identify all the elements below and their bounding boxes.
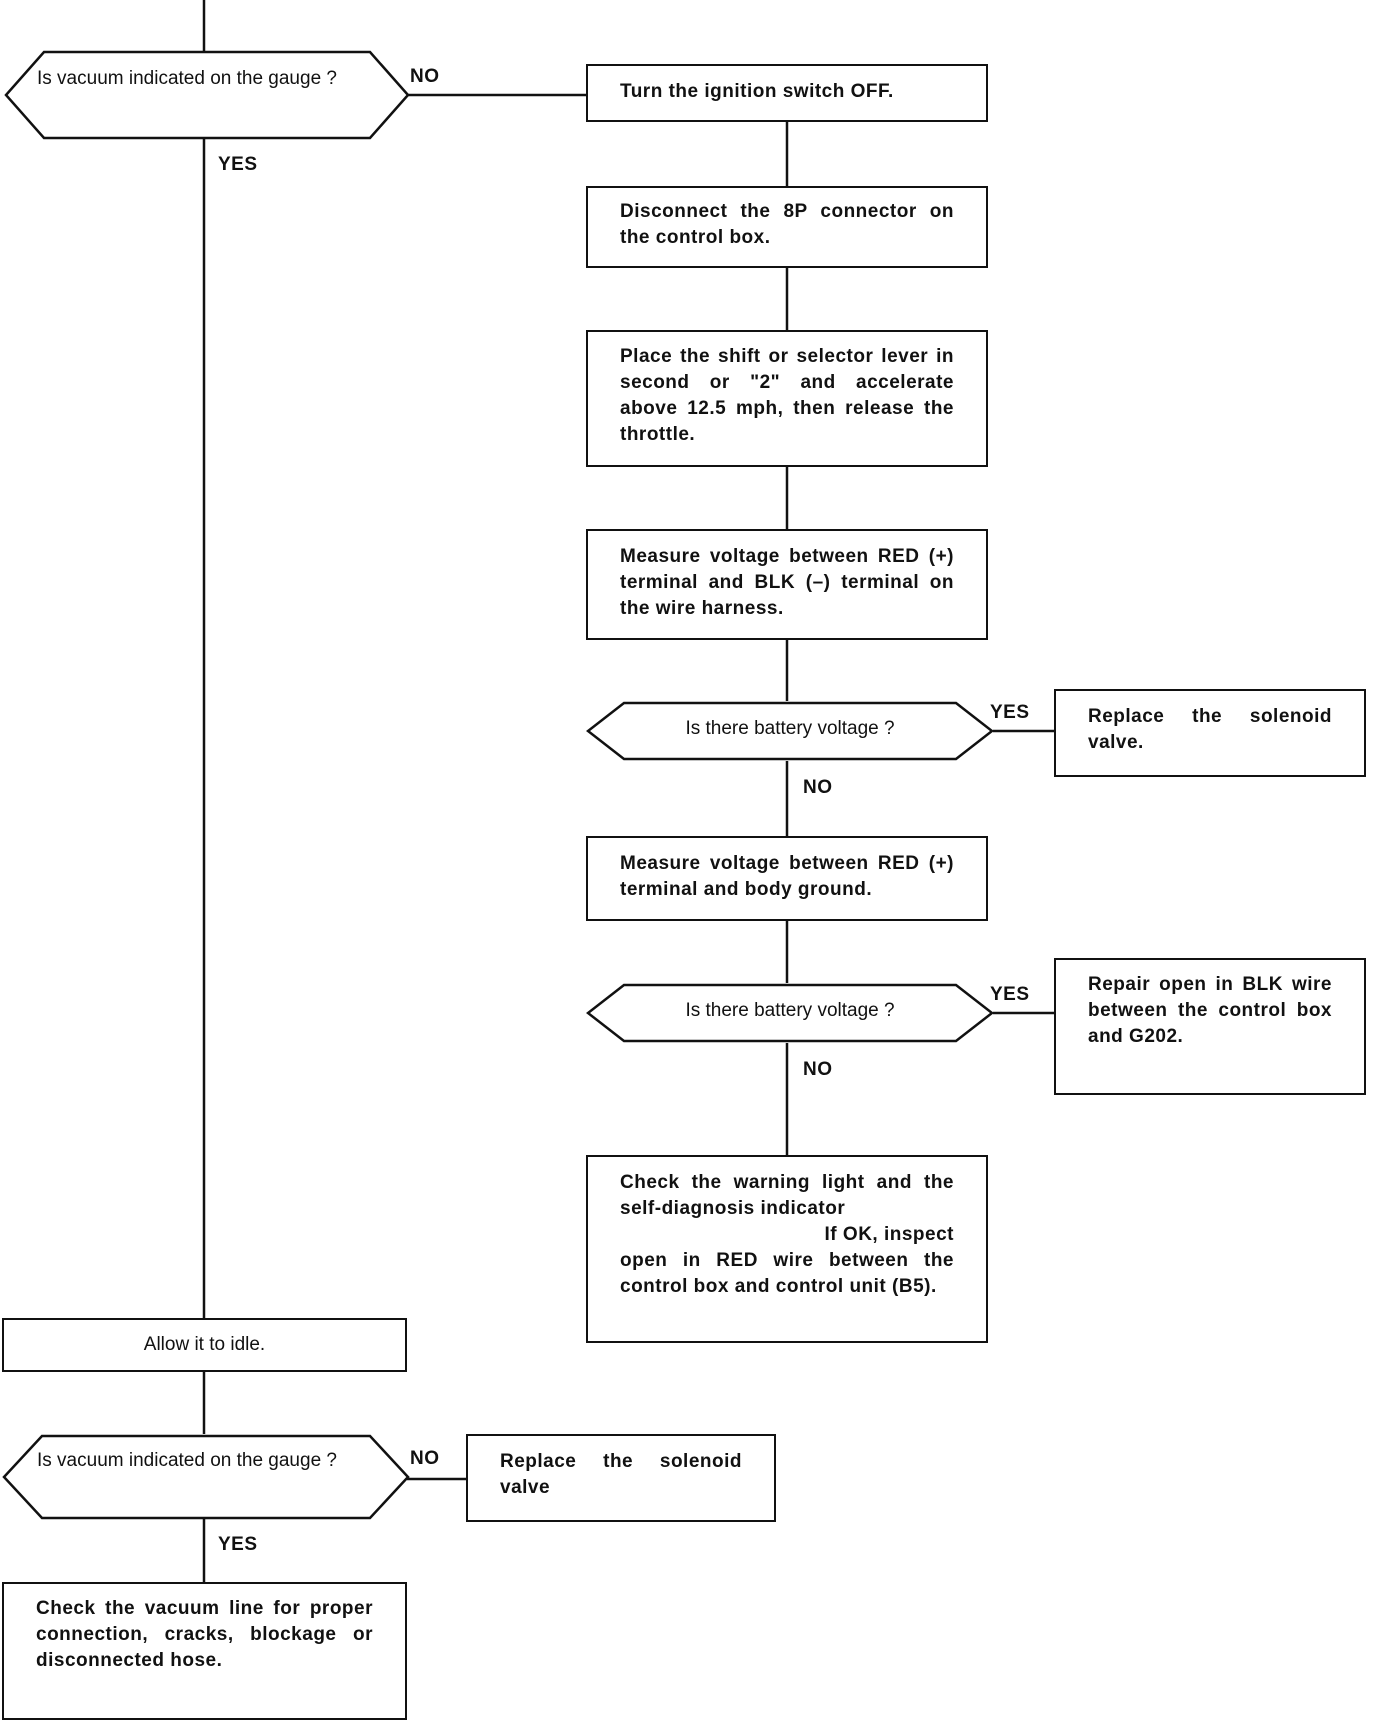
step-repair-blk: Repair open in BLK wire between the cont… bbox=[1054, 958, 1366, 1095]
label-yes: YES bbox=[990, 702, 1030, 723]
decision-vacuum-gauge-1: Is vacuum indicated on the gauge ? bbox=[4, 50, 410, 140]
label-yes: YES bbox=[218, 154, 258, 175]
step-disconnect-8p: Disconnect the 8P connector on the contr… bbox=[586, 186, 988, 268]
label-yes: YES bbox=[990, 984, 1030, 1005]
step-text-line-1: Check the warning light and the self-dia… bbox=[620, 1172, 954, 1219]
step-replace-solenoid-2: Replace the solenoid valve bbox=[466, 1434, 776, 1522]
step-replace-solenoid-1: Replace the solenoid valve. bbox=[1054, 689, 1366, 777]
step-text-line-3: open in RED wire between the control box… bbox=[620, 1250, 954, 1297]
decision-text: Is vacuum indicated on the gauge ? bbox=[37, 1450, 337, 1471]
decision-vacuum-gauge-2: Is vacuum indicated on the gauge ? bbox=[2, 1434, 410, 1520]
decision-shape bbox=[586, 983, 994, 1043]
label-no: NO bbox=[410, 1448, 440, 1469]
decision-text: Is there battery voltage ? bbox=[685, 718, 895, 739]
decision-shape bbox=[586, 701, 994, 761]
step-ignition-off: Turn the ignition switch OFF. bbox=[586, 64, 988, 122]
decision-text: Is there battery voltage ? bbox=[685, 1000, 895, 1021]
label-no: NO bbox=[803, 1059, 833, 1080]
decision-battery-voltage-2: Is there battery voltage ? bbox=[586, 983, 994, 1043]
step-shift-lever: Place the shift or selector lever in sec… bbox=[586, 330, 988, 467]
step-check-vacuum-line: Check the vacuum line for proper connect… bbox=[2, 1582, 407, 1720]
decision-shape bbox=[4, 50, 410, 140]
decision-battery-voltage-1: Is there battery voltage ? bbox=[586, 701, 994, 761]
decision-shape bbox=[2, 1434, 410, 1520]
label-no: NO bbox=[410, 66, 440, 87]
step-check-warning-light: Check the warning light and the self-dia… bbox=[586, 1155, 988, 1343]
decision-text: Is vacuum indicated on the gauge ? bbox=[37, 68, 337, 89]
step-measure-red-ground: Measure voltage between RED (+) terminal… bbox=[586, 836, 988, 921]
step-measure-red-blk: Measure voltage between RED (+) terminal… bbox=[586, 529, 988, 640]
label-yes: YES bbox=[218, 1534, 258, 1555]
label-no: NO bbox=[803, 777, 833, 798]
step-text-line-2: If OK, inspect bbox=[824, 1224, 954, 1245]
step-allow-idle: Allow it to idle. bbox=[2, 1318, 407, 1372]
